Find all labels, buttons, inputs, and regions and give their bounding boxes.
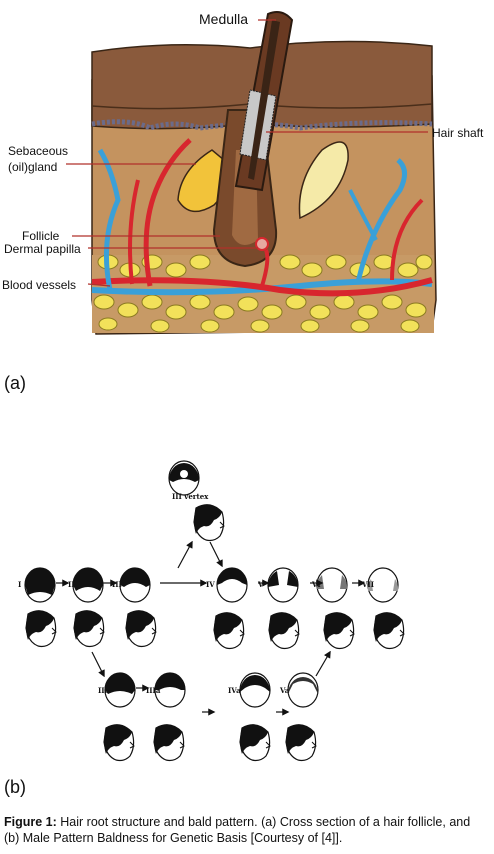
- stage-5-top: [267, 567, 299, 603]
- label-medulla: Medulla: [199, 11, 249, 27]
- caption-text: Hair root structure and bald pattern. (a…: [4, 815, 471, 845]
- stage-label-6: VI: [312, 580, 321, 589]
- label-blood-vessels: Blood vessels: [2, 278, 77, 292]
- stage-7-top: [367, 567, 399, 603]
- label-sebaceous-2: (oil)gland: [8, 160, 58, 174]
- stage-2a-top: [104, 672, 136, 708]
- stage-3v-top: [168, 460, 200, 496]
- stage-label-3: III: [112, 580, 122, 589]
- label-dermal-papilla: Dermal papilla: [4, 242, 81, 256]
- stage-label-2a: IIa: [98, 686, 110, 695]
- stage-2-top: [72, 567, 104, 603]
- stage-label-4a: IVa: [228, 686, 241, 695]
- vein-vessel: [91, 278, 433, 296]
- stage-1-top: [24, 567, 56, 603]
- stage-6-top: [316, 567, 348, 603]
- artery-vessel: [91, 277, 433, 297]
- stage-label-1: I: [18, 580, 22, 589]
- caption-prefix: Figure 1:: [4, 815, 57, 829]
- stage-label-7: VII: [362, 580, 374, 589]
- label-follicle: Follicle: [22, 229, 60, 243]
- dermal-papilla: [255, 237, 269, 251]
- figure-caption: Figure 1: Hair root structure and bald p…: [4, 814, 488, 846]
- label-hair-shaft: Hair shaft: [432, 126, 484, 140]
- fat-cells: [93, 254, 433, 333]
- stage-label-5: V: [258, 580, 264, 589]
- stage-label-4: IV: [206, 580, 215, 589]
- stage-label-3a: IIIa: [146, 686, 161, 695]
- hair-follicle-diagram: [66, 11, 437, 335]
- panel-b-tag: (b): [4, 777, 26, 797]
- side-heads: [25, 504, 405, 762]
- stage-label-2: II: [68, 580, 75, 589]
- stage-label-3v: III vertex: [172, 492, 209, 501]
- baldness-scale-diagram: [24, 460, 405, 762]
- progression-arrows: [56, 540, 366, 716]
- arrector-muscle: [298, 141, 349, 220]
- stage-label-5a: Va: [280, 686, 290, 695]
- stage-4-top: [216, 567, 248, 603]
- panel-a-tag: (a): [4, 373, 26, 393]
- stage-3a-top: [154, 672, 186, 708]
- stage-5a-top: [287, 672, 319, 708]
- stage-3-top: [119, 567, 151, 603]
- stage-4a-top: [239, 672, 271, 708]
- label-sebaceous-1: Sebaceous: [8, 144, 69, 158]
